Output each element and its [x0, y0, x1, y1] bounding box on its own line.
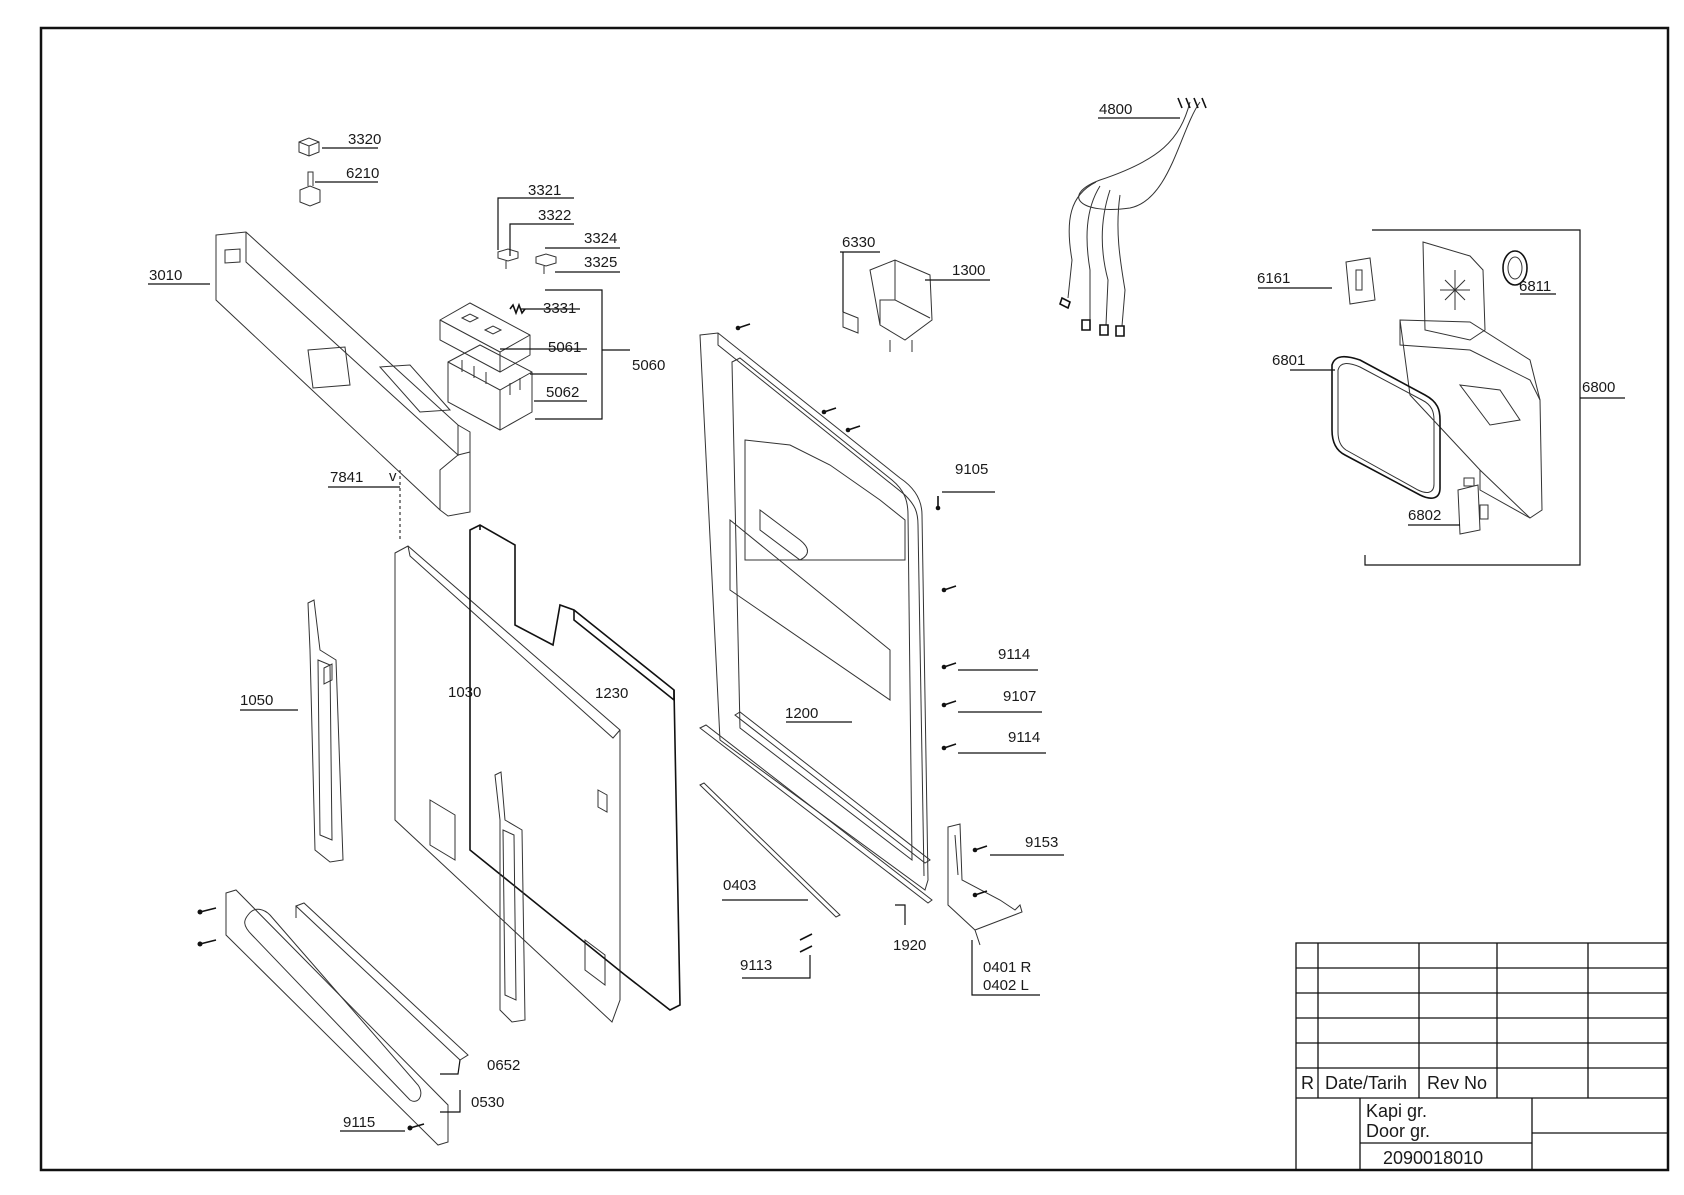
- title-block-title-tr: Kapi gr.: [1366, 1101, 1427, 1121]
- part-label: 9105: [955, 461, 988, 478]
- part-label: 1200: [785, 705, 818, 722]
- actuator-part-6802: [1457, 477, 1489, 535]
- part-label: 6800: [1582, 379, 1615, 396]
- part-label: 3321: [528, 182, 561, 199]
- seal-ring-6811: [1502, 250, 1528, 286]
- outer-door-frame-1200: [699, 332, 929, 891]
- part-label: 3324: [584, 230, 617, 247]
- screw-set-door-frame: [735, 323, 988, 953]
- button-part-3324-3325: [535, 253, 557, 274]
- control-panel-3010: [215, 231, 471, 517]
- part-label: 6161: [1257, 270, 1290, 287]
- title-block-rev-column: R: [1301, 1073, 1314, 1093]
- knob-part-3320: [298, 137, 320, 157]
- part-label: 4800: [1099, 101, 1132, 118]
- part-label: 9114: [998, 646, 1030, 663]
- part-label: 6330: [842, 234, 875, 251]
- part-label: 9113: [740, 957, 772, 974]
- spring-part-3331: [509, 302, 526, 316]
- sheet-border: [39, 26, 1670, 1172]
- part-label: 6210: [346, 165, 379, 182]
- part-label: 6802: [1408, 507, 1441, 524]
- hinge-part-inner: [494, 771, 526, 1023]
- part-label: 3320: [348, 131, 381, 148]
- door-panel-1030: [394, 545, 621, 1023]
- button-part-3321-3322: [497, 248, 519, 269]
- pcb-board-5062: [447, 344, 533, 431]
- part-label: v: [389, 468, 397, 485]
- knob-part-6210: [299, 171, 321, 207]
- part-label: 0652: [487, 1057, 520, 1074]
- part-label: 3325: [584, 254, 617, 271]
- part-label: 5060: [632, 357, 665, 374]
- part-label: 1230: [595, 685, 628, 702]
- part-label: 1050: [240, 692, 273, 709]
- part-label: 3322: [538, 207, 571, 224]
- part-label: 3010: [149, 267, 182, 284]
- title-block: R Date/Tarih Rev No Kapi gr. Door gr. 20…: [1295, 942, 1669, 1171]
- bottom-cover-0530: [225, 889, 449, 1146]
- clip-part-6161: [1345, 257, 1376, 305]
- part-label: 0402 L: [983, 977, 1029, 994]
- lock-clip-part-6330: [842, 311, 859, 334]
- part-label: 0403: [723, 877, 756, 894]
- part-label: 0401 R: [983, 959, 1032, 976]
- part-label: 9153: [1025, 834, 1058, 851]
- title-block-date-column: Date/Tarih: [1325, 1073, 1407, 1093]
- part-label: 1920: [893, 937, 926, 954]
- insulation-panel-1230: [469, 524, 681, 1011]
- part-labels: 3320 6210 3010 3321 3322 3324 3325 3331 …: [149, 101, 1615, 1131]
- part-label: 3331: [543, 300, 576, 317]
- part-label: 9114: [1008, 729, 1040, 746]
- screw-set-left: [197, 907, 425, 1131]
- title-block-title-en: Door gr.: [1366, 1121, 1430, 1141]
- part-label: 1030: [448, 684, 481, 701]
- part-label: 6801: [1272, 352, 1305, 369]
- strip-part-1920: [699, 711, 933, 904]
- hinge-part-1050: [307, 599, 344, 863]
- part-label: 9115: [343, 1114, 375, 1131]
- leader-lines: [148, 117, 1625, 1132]
- part-label: 1300: [952, 262, 985, 279]
- gasket-part-6801: [1331, 355, 1441, 499]
- door-lock-part-1300: [869, 259, 933, 352]
- title-block-drawing-number: 2090018010: [1383, 1148, 1483, 1168]
- part-label: 5061: [548, 339, 581, 356]
- part-label: 0530: [471, 1094, 504, 1111]
- strip-part-0403: [699, 782, 841, 918]
- part-label: 9107: [1003, 688, 1036, 705]
- strip-part-0652: [295, 902, 469, 1061]
- dispenser-group-6800: [1364, 229, 1581, 566]
- title-block-revno-column: Rev No: [1427, 1073, 1487, 1093]
- wire-harness-4800: [1059, 97, 1207, 337]
- part-label: 5062: [546, 384, 579, 401]
- hinge-bracket-0401-0402: [947, 823, 1023, 946]
- part-label: 6811: [1519, 278, 1551, 295]
- part-label: 7841: [330, 469, 363, 486]
